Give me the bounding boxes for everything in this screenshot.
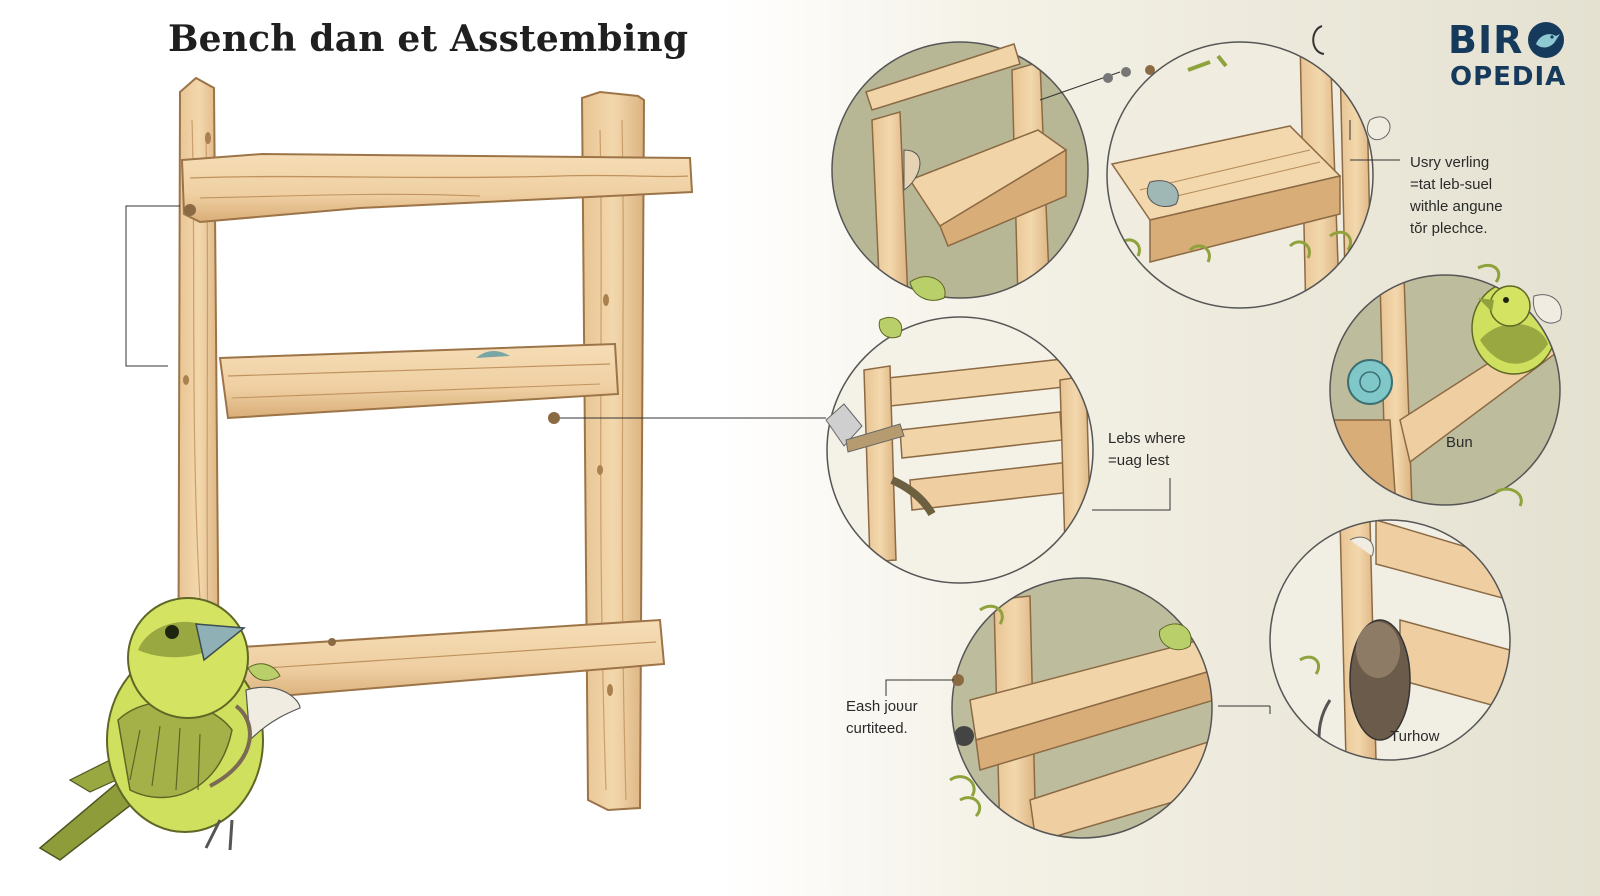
bird-in-circle-icon [1528,22,1564,58]
top-plank [180,152,694,224]
detail-circle-6 [1218,519,1511,761]
callout-bracket-left [125,205,180,367]
callout-bottom-right: Turhow [1390,726,1439,748]
callout-text: =tat leb-suel [1410,176,1493,193]
callout-middle: Lebs where =uag lest [1108,428,1186,472]
logo: BIR OPEDIA [1448,18,1588,96]
callout-text: Lebs where [1108,430,1186,447]
callout-top-right: Usry verling =tat leb-suel withle angune… [1410,152,1503,240]
callout-text: Eash joʋur [846,698,918,715]
right-post [580,90,646,812]
callout-text: =uag lest [1108,452,1170,469]
logo-line2: OPEDIA [1450,62,1567,92]
callout-text: tŏr plechce. [1410,220,1488,237]
callout-text: Usry verling [1410,154,1490,171]
page-title: Bench dan et Asstembing [168,18,689,60]
callout-text: withle angune [1410,198,1503,215]
detail-circle-5 [885,577,1213,839]
callout-text: Bun [1446,434,1473,451]
detail-circle-2 [1106,25,1400,309]
middle-plank [218,342,620,420]
detail-circle-1 [831,41,1155,301]
callout-text: curtiteed. [846,720,908,737]
callout-bottom-left: Eash joʋur curtiteed. [846,696,918,740]
detail-circle-4 [1329,263,1562,507]
finch-bird [38,597,301,861]
logo-line1: BIR [1448,18,1524,62]
callout-text: Turhow [1390,728,1440,745]
detail-circle-3 [825,316,1171,584]
callout-right-mid: Bun [1446,432,1473,454]
